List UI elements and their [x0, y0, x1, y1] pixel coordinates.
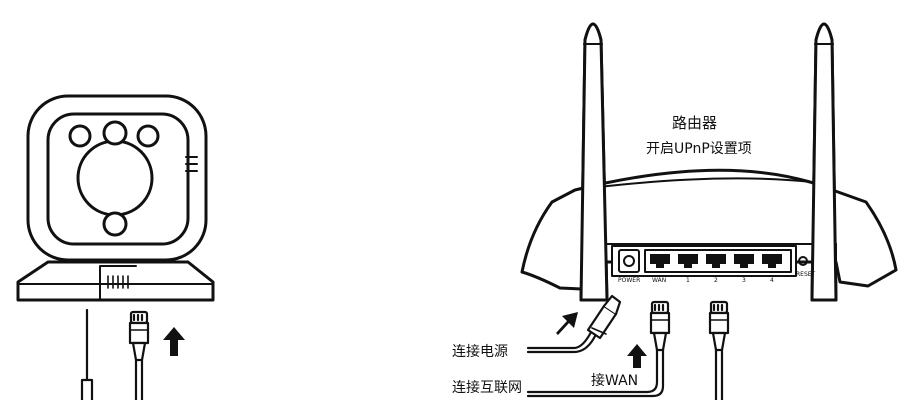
port-label-wan: WAN: [652, 277, 667, 284]
camera-ir-right: [136, 124, 160, 148]
port-label-power: POWER: [618, 277, 641, 284]
router-title: 路由器: [672, 114, 718, 132]
camera-ethernet-plug: [128, 310, 150, 400]
camera-grille: [107, 275, 129, 289]
router-ethernet-block: [644, 249, 792, 273]
camera-ir-top: [102, 120, 128, 146]
port-label-lan-3: 3: [742, 277, 746, 284]
router-reset-button: [798, 256, 808, 266]
callout-internet: 连接互联网: [452, 380, 522, 396]
power-plug-arrow: [556, 312, 578, 335]
port-label-lan-2: 2: [714, 277, 718, 284]
camera-base: [16, 260, 215, 302]
port-label-reset: RESET: [796, 271, 816, 278]
camera-port: [99, 265, 137, 301]
camera: [16, 94, 215, 400]
camera-plug-arrow: [163, 327, 185, 356]
camera-face: [46, 112, 190, 246]
camera-vent: [185, 156, 198, 172]
camera-power-cable: [80, 308, 94, 400]
router-subtitle: 开启UPnP设置项: [646, 141, 752, 157]
callout-power: 连接电源: [452, 344, 508, 360]
camera-ir-bottom: [102, 211, 128, 237]
camera-ir-left: [68, 124, 92, 148]
port-label-lan-1: 1: [686, 277, 690, 284]
wan-plug-arrow: [627, 344, 647, 368]
router-power-port: [618, 249, 640, 273]
router-lan-plug: [708, 300, 730, 400]
router-wan-plug: [526, 300, 671, 398]
callout-wan: 接WAN: [591, 373, 639, 389]
camera-lens: [76, 139, 154, 217]
router: [520, 22, 898, 400]
router-power-cable: [526, 294, 622, 354]
port-label-lan-4: 4: [770, 277, 774, 284]
router-ethernet-ports: [650, 254, 782, 268]
